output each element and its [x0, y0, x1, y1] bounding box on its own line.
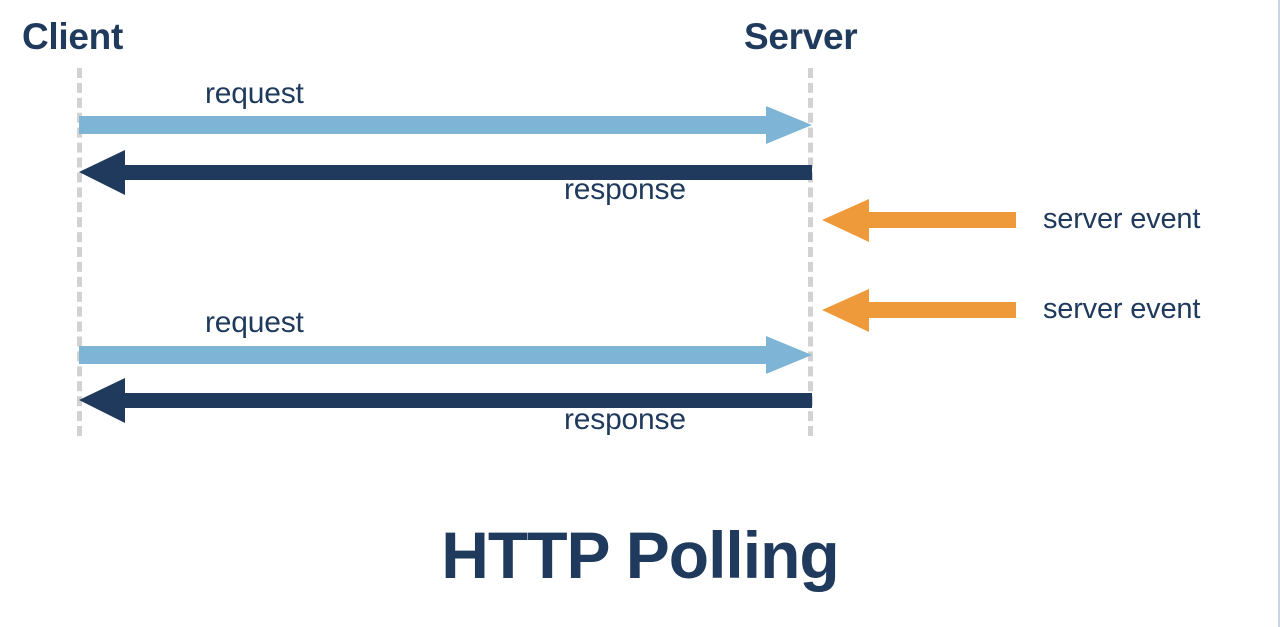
arrow-response-1: [79, 150, 812, 195]
message-label-server-event-1: server event: [1043, 203, 1201, 235]
arrow-server-event-2: [822, 289, 1016, 332]
message-label-server-event-2: server event: [1043, 293, 1201, 325]
arrow-server-event-1: [822, 199, 1016, 242]
actor-label-client: Client: [22, 16, 123, 57]
message-label-request-1: request: [205, 77, 304, 110]
arrow-response-2: [79, 378, 812, 423]
lifeline-client: [77, 68, 82, 436]
message-label-response-2: response: [564, 403, 686, 436]
actor-label-server: Server: [744, 16, 858, 57]
arrow-request-1: [79, 106, 812, 144]
arrow-request-2: [79, 336, 812, 374]
diagram-title: HTTP Polling: [441, 518, 839, 592]
message-label-response-1: response: [564, 173, 686, 206]
lifeline-server: [808, 68, 813, 436]
message-label-request-2: request: [205, 306, 304, 339]
